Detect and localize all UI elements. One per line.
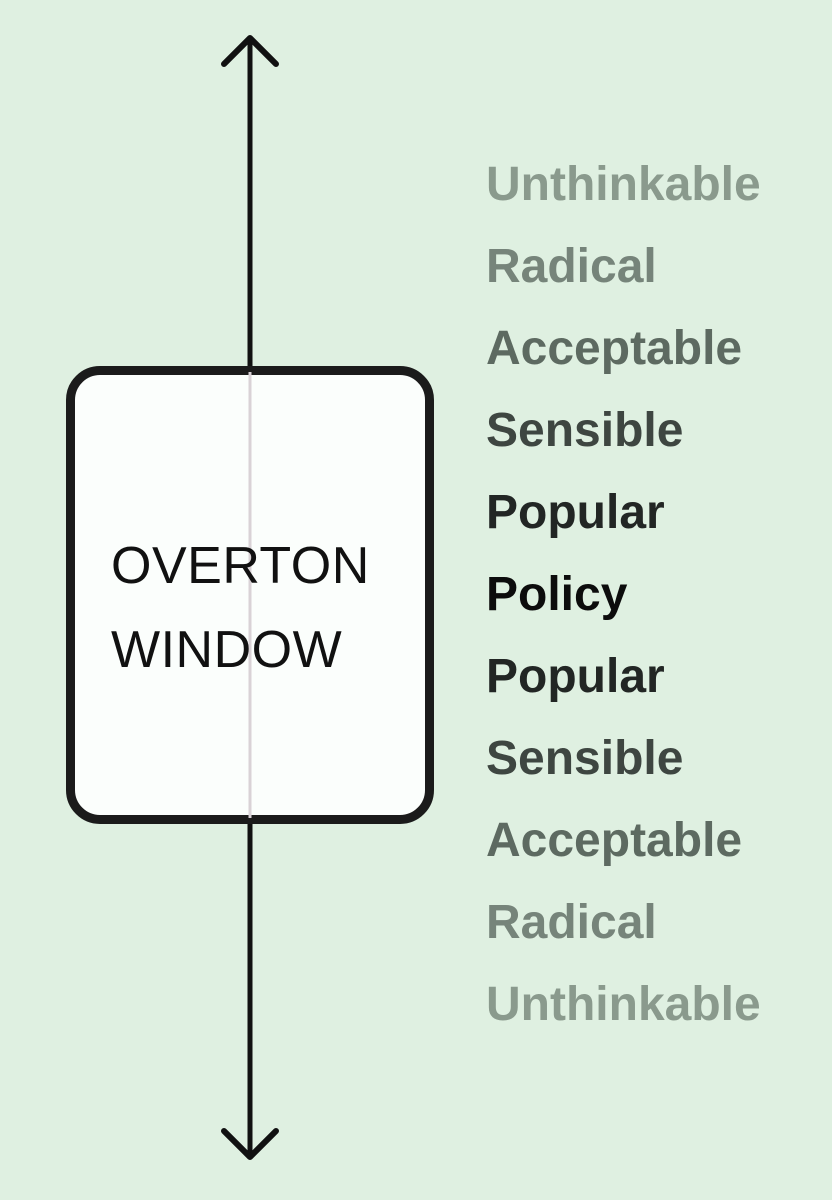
down-arrow-icon xyxy=(221,1128,279,1160)
spectrum-label-sensible-top: Sensible xyxy=(486,404,684,457)
spectrum-label-policy: Policy xyxy=(486,568,628,621)
spectrum-label-acceptable-bottom: Acceptable xyxy=(486,814,743,867)
spectrum-label-radical-bottom: Radical xyxy=(486,896,657,949)
spectrum-label-unthinkable-bottom: Unthinkable xyxy=(486,978,761,1031)
acceptability-spectrum: Unthinkable Radical Acceptable Sensible … xyxy=(486,146,826,1048)
spectrum-label-popular-top: Popular xyxy=(486,486,665,539)
window-title: OVERTON WINDOW xyxy=(111,524,411,692)
window-title-line-1: OVERTON xyxy=(111,537,370,595)
spectrum-label-popular-bottom: Popular xyxy=(486,650,665,703)
spectrum-label-unthinkable-top: Unthinkable xyxy=(486,158,761,211)
spectrum-label-radical-top: Radical xyxy=(486,240,657,293)
spectrum-label-sensible-bottom: Sensible xyxy=(486,732,684,785)
window-title-line-2: WINDOW xyxy=(111,621,343,679)
spectrum-label-acceptable-top: Acceptable xyxy=(486,322,743,375)
up-arrow-icon xyxy=(221,35,279,67)
